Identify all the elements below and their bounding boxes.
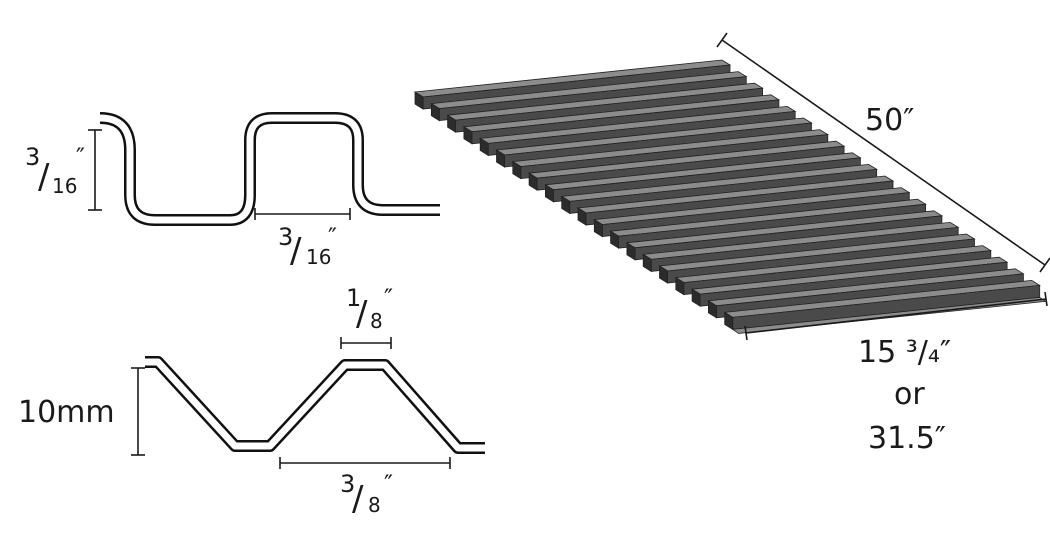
square-height-unit: ″ — [76, 143, 85, 171]
square-height-slash: / — [38, 157, 50, 197]
grate-width-dim-tick-right — [1044, 291, 1048, 307]
square-width-unit: ″ — [328, 223, 337, 251]
grate-width-dim-tick-left — [744, 325, 748, 341]
grate-slat-endcap — [593, 218, 603, 238]
trapezoid-profile: 10mm 1 / 8 ″ 3 / 8 ″ — [18, 284, 485, 519]
square-width-num: 3 — [278, 223, 293, 251]
grate-slat-endcap — [512, 160, 522, 180]
grate-slat-endcap — [577, 207, 587, 226]
trapezoid-top-den: 8 — [370, 309, 383, 333]
grate-length-label: 50″ — [865, 103, 914, 138]
grate-slat-endcap — [430, 102, 440, 122]
trapezoid-height-label: 10mm — [18, 395, 115, 430]
trapezoid-bottom-num: 3 — [340, 470, 355, 498]
grate-slats — [413, 59, 1047, 334]
square-width-slash: / — [290, 231, 302, 271]
square-height-den: 16 — [52, 174, 77, 198]
grate-slat-endcap — [479, 137, 489, 157]
grate-slat-endcap — [496, 149, 505, 168]
grate-width-label-3: 31.5″ — [868, 421, 946, 456]
grate-slat-endcap — [545, 184, 554, 203]
trapezoid-profile-inner — [145, 358, 485, 452]
grate: 50″ 15 ³/₄″ or 31.5″ — [413, 32, 1050, 456]
square-profile-outer — [99, 112, 440, 226]
grate-width-label-2: or — [894, 377, 925, 412]
grate-slat-endcap — [708, 300, 717, 319]
grate-slat-endcap — [691, 288, 701, 307]
grate-slat-endcap — [528, 172, 538, 191]
grate-slat-endcap — [463, 126, 473, 145]
grate-length-dim-tick-bottom — [1039, 257, 1050, 273]
square-profile: 3 / 16 ″ 3 / 16 ″ — [25, 112, 440, 271]
trapezoid-bottom-unit: ″ — [384, 470, 393, 498]
grate-slat-endcap — [447, 114, 457, 133]
trapezoid-top-num: 1 — [346, 284, 361, 312]
grate-length-dim-line — [721, 39, 1046, 266]
square-height-num: 3 — [25, 143, 40, 171]
grate-slat-endcap — [626, 242, 636, 261]
grate-slat-endcap — [414, 91, 424, 110]
grate-width-label-1: 15 ³/₄″ — [858, 335, 951, 370]
grate-width-dim-line — [745, 298, 1047, 334]
trapezoid-bottom-slash: / — [352, 479, 364, 519]
grate-length-dim-tick-top — [716, 32, 728, 48]
grate-slat-endcap — [610, 230, 619, 249]
trapezoid-top-unit: ″ — [384, 284, 393, 312]
grate-slat-endcap — [642, 253, 652, 273]
square-width-den: 16 — [306, 245, 331, 269]
square-profile-inner — [99, 114, 440, 224]
grate-slat-endcap — [659, 265, 668, 284]
trapezoid-bottom-den: 8 — [368, 493, 381, 517]
grate-slat-endcap — [561, 195, 571, 215]
grate-slat-endcap — [675, 276, 685, 296]
trapezoid-top-slash: / — [356, 294, 368, 334]
